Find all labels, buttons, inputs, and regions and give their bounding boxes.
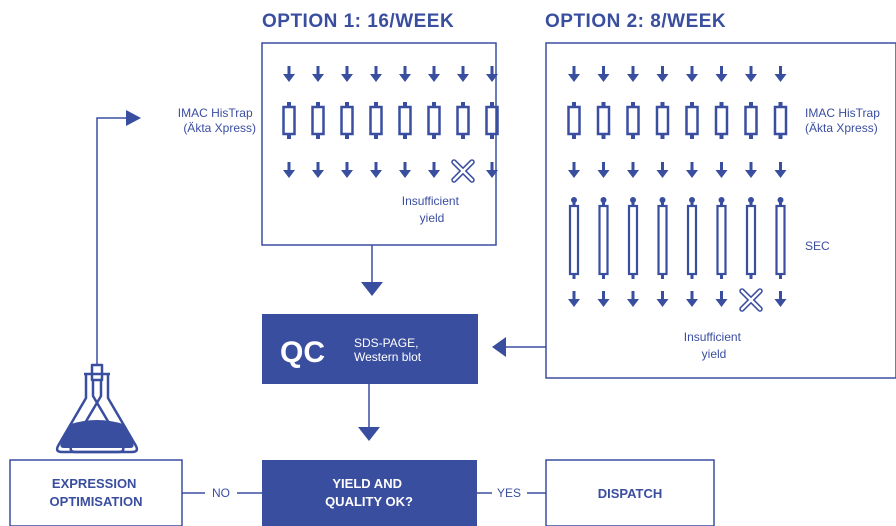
sec-column-icon xyxy=(657,197,668,279)
qc-box xyxy=(262,314,478,384)
down-arrow-icon xyxy=(568,162,580,178)
qc-title: QC xyxy=(280,336,325,369)
option2-columns xyxy=(567,66,788,312)
failed-x-icon xyxy=(451,159,475,183)
qc-subtitle: SDS-PAGE, Western blot xyxy=(354,336,422,364)
down-arrow-icon xyxy=(361,282,383,296)
expression-optimisation-box xyxy=(9,459,183,526)
histrap-column-icon xyxy=(282,102,296,139)
option2-title: OPTION 2: 8/WEEK xyxy=(545,11,726,32)
down-arrow-icon xyxy=(774,66,787,82)
no-label: NO xyxy=(212,486,230,500)
histrap-column-icon xyxy=(773,102,788,139)
down-arrow-icon xyxy=(715,291,728,307)
option2-panel xyxy=(545,42,896,379)
histrap-column-icon xyxy=(655,102,670,139)
histrap-column-icon xyxy=(456,102,470,139)
sec-column-icon xyxy=(775,197,786,279)
down-arrow-icon xyxy=(568,291,580,307)
sec-column-icon xyxy=(568,197,580,279)
right-arrow-icon xyxy=(126,110,141,126)
histrap-column-icon xyxy=(485,102,499,139)
down-arrow-icon xyxy=(745,66,757,82)
down-arrow-icon xyxy=(428,162,440,178)
down-arrow-icon xyxy=(312,66,324,82)
down-arrow-icon xyxy=(399,66,411,82)
down-arrow-icon xyxy=(341,66,353,82)
flask-icon xyxy=(55,363,139,454)
decision-label: YIELD AND QUALITY OK? xyxy=(325,476,413,509)
down-arrow-icon xyxy=(627,66,639,82)
expression-optimisation-label: EXPRESSION OPTIMISATION xyxy=(50,476,143,509)
down-arrow-icon xyxy=(686,162,698,178)
down-arrow-icon xyxy=(358,427,380,441)
histrap-column-icon xyxy=(427,102,441,139)
dispatch-box xyxy=(545,459,715,526)
option1-columns xyxy=(282,66,499,183)
histrap-column-icon xyxy=(596,102,611,139)
down-arrow-icon xyxy=(656,162,669,178)
flask-to-imac-line xyxy=(96,117,128,365)
sec-column-icon xyxy=(627,197,639,279)
histrap-column-icon xyxy=(714,102,729,139)
decision-box xyxy=(262,460,477,526)
down-arrow-icon xyxy=(370,66,382,82)
sec-column-icon xyxy=(745,197,757,279)
histrap-column-icon xyxy=(744,102,758,139)
down-arrow-icon xyxy=(283,66,295,82)
down-arrow-icon xyxy=(457,66,469,82)
down-arrow-icon xyxy=(715,162,728,178)
histrap-column-icon xyxy=(340,102,354,139)
down-arrow-icon xyxy=(627,162,639,178)
option1-panel xyxy=(261,42,497,246)
down-arrow-icon xyxy=(341,162,353,178)
sec-column-icon xyxy=(716,197,727,279)
down-arrow-icon xyxy=(486,162,498,178)
option1-fail-label: Insufficient yield xyxy=(402,194,463,225)
dispatch-label: DISPATCH xyxy=(598,486,663,501)
failed-x-icon xyxy=(739,288,763,312)
down-arrow-icon xyxy=(283,162,295,178)
option1-title: OPTION 1: 16/WEEK xyxy=(262,11,454,32)
sec-column-icon xyxy=(686,197,698,279)
sec-column-icon xyxy=(598,197,609,279)
down-arrow-icon xyxy=(774,291,787,307)
down-arrow-icon xyxy=(656,66,669,82)
down-arrow-icon xyxy=(486,66,498,82)
histrap-column-icon xyxy=(369,102,383,139)
option1-step-label: IMAC HisTrap (Äkta Xpress) xyxy=(178,106,256,135)
option2-step-label: IMAC HisTrap (Äkta Xpress) xyxy=(805,106,883,135)
down-arrow-icon xyxy=(428,66,440,82)
down-arrow-icon xyxy=(597,162,610,178)
down-arrow-icon xyxy=(597,291,610,307)
down-arrow-icon xyxy=(715,66,728,82)
histrap-column-icon xyxy=(685,102,699,139)
down-arrow-icon xyxy=(627,291,639,307)
option2-sec-label: SEC xyxy=(805,239,830,253)
down-arrow-icon xyxy=(686,66,698,82)
down-arrow-icon xyxy=(597,66,610,82)
option2-fail-label: Insufficient yield xyxy=(684,330,745,361)
left-arrow-icon xyxy=(492,337,506,357)
yes-label: YES xyxy=(497,486,521,500)
down-arrow-icon xyxy=(370,162,382,178)
down-arrow-icon xyxy=(312,162,324,178)
down-arrow-icon xyxy=(656,291,669,307)
down-arrow-icon xyxy=(774,162,787,178)
down-arrow-icon xyxy=(686,291,698,307)
down-arrow-icon xyxy=(399,162,411,178)
histrap-column-icon xyxy=(626,102,640,139)
down-arrow-icon xyxy=(568,66,580,82)
down-arrow-icon xyxy=(745,162,757,178)
histrap-column-icon xyxy=(311,102,325,139)
histrap-column-icon xyxy=(567,102,581,139)
histrap-column-icon xyxy=(398,102,412,139)
